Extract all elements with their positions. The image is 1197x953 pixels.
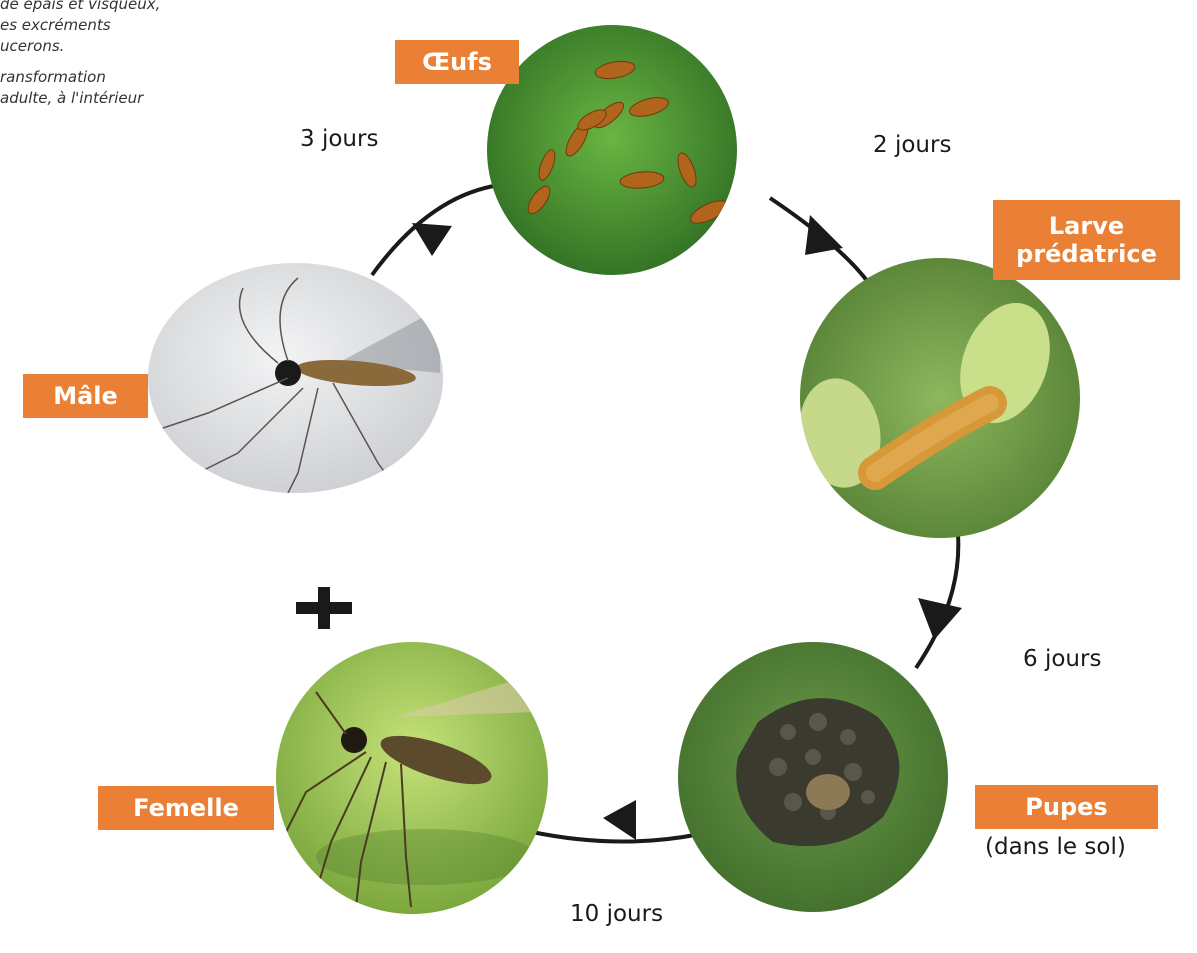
pupae-photo [678, 642, 948, 912]
duration-eggs-to-larva: 2 jours [873, 131, 951, 159]
male-midge-photo [148, 263, 443, 493]
label-eggs: Œufs [395, 40, 519, 84]
arrowhead-down-right [805, 215, 843, 255]
eggs-photo [487, 25, 737, 275]
label-larva: Larve prédatrice [993, 200, 1180, 280]
duration-larva-to-pupae: 6 jours [1023, 645, 1101, 673]
arc-pupae-to-female [532, 832, 700, 842]
duration-male-to-eggs: 3 jours [300, 125, 378, 153]
label-larva-line1: Larve [1049, 212, 1124, 240]
arrowhead-up-left [412, 223, 452, 256]
duration-pupae-to-adults: 10 jours [570, 900, 663, 928]
label-female: Femelle [98, 786, 274, 830]
label-pupae: Pupes [975, 785, 1158, 829]
label-male: Mâle [23, 374, 148, 418]
arrowhead-down [918, 598, 962, 640]
label-pupae-location: (dans le sol) [985, 833, 1126, 861]
female-midge-photo [276, 642, 548, 914]
arrowhead-left [603, 800, 636, 840]
larva-photo [800, 258, 1080, 538]
label-larva-line2: prédatrice [1016, 240, 1157, 268]
plus-icon [296, 587, 352, 629]
